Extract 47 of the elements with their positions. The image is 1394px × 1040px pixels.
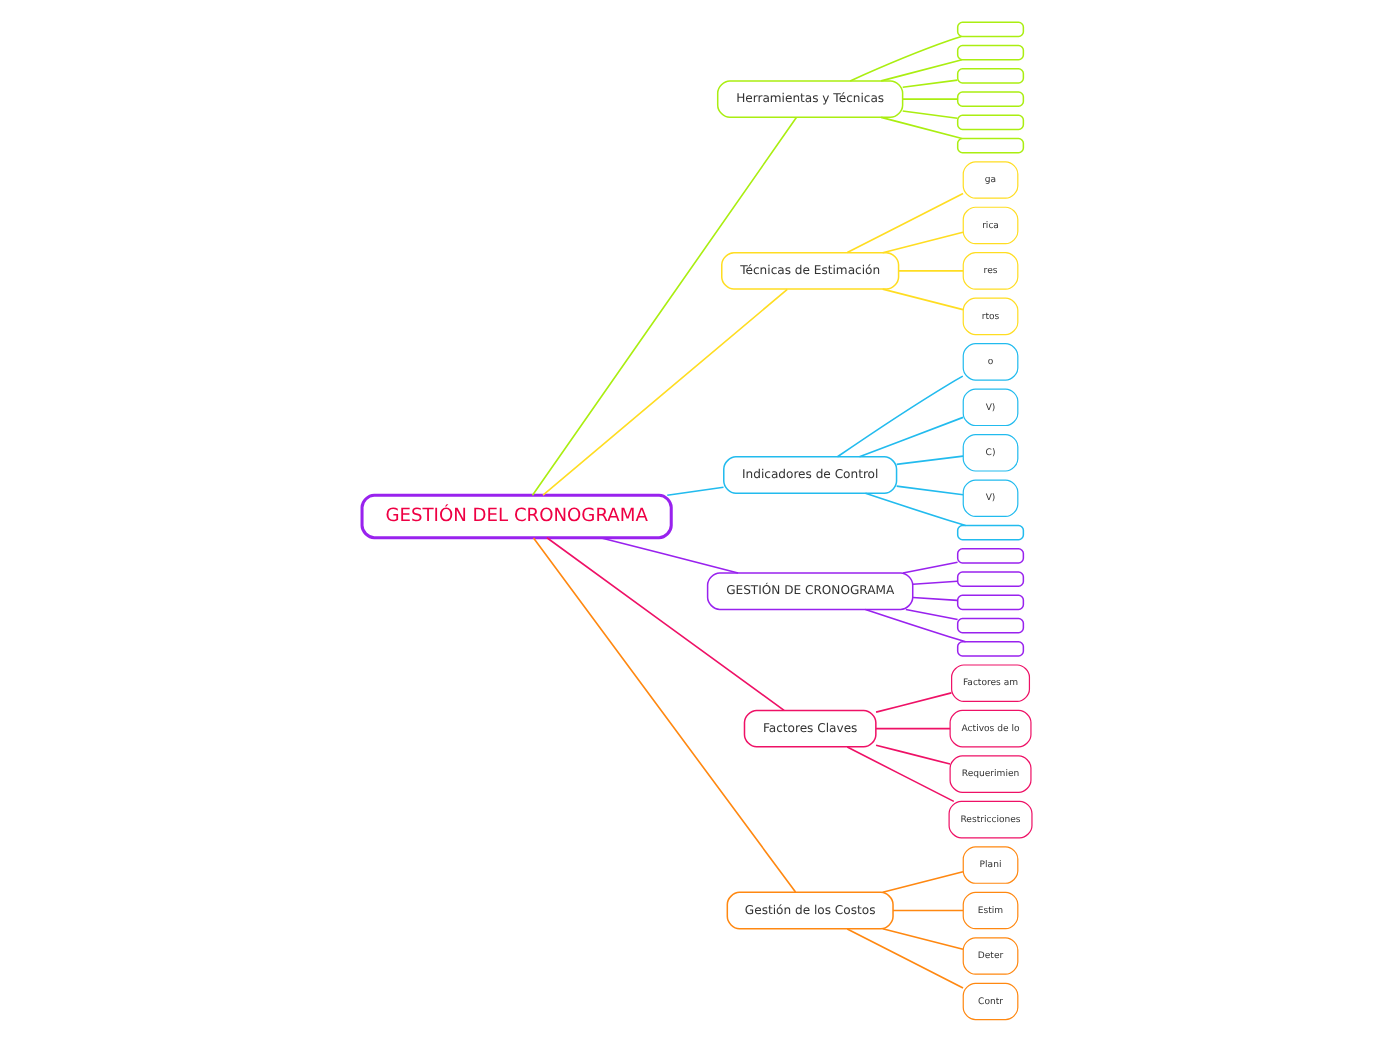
connector (901, 78, 959, 88)
node-box (956, 570, 1025, 586)
connector (901, 109, 959, 118)
node-box (956, 20, 1025, 37)
connector (846, 745, 955, 802)
connector (846, 927, 964, 988)
node-box (956, 593, 1025, 610)
node-box (956, 43, 1025, 60)
connector (875, 691, 953, 712)
connector (880, 58, 963, 81)
connector (881, 230, 964, 253)
connector (546, 535, 785, 711)
connector (836, 374, 964, 457)
connector (902, 560, 959, 573)
connector (875, 726, 951, 729)
connector (912, 579, 959, 585)
node-box (956, 67, 1025, 83)
connector (875, 743, 951, 764)
node-box (956, 136, 1025, 153)
connector (531, 115, 798, 495)
connector (892, 908, 964, 911)
node-box (956, 90, 1025, 106)
connector (897, 269, 964, 271)
connector (881, 870, 964, 893)
connector (599, 535, 739, 573)
connector (864, 491, 967, 526)
connector (858, 415, 964, 457)
connector (532, 536, 797, 892)
connector (905, 607, 959, 620)
node-box (956, 523, 1025, 540)
connector (666, 485, 725, 495)
connector (895, 484, 964, 495)
connector (901, 97, 959, 99)
connector (881, 926, 964, 950)
node-box (956, 547, 1025, 563)
node-box (956, 616, 1025, 633)
connector (864, 607, 967, 642)
connector (912, 595, 959, 601)
node-box (956, 113, 1025, 130)
node-box: GESTIÓN DEL CRONOGRAMA (360, 492, 673, 539)
connector (849, 34, 963, 81)
connector (542, 287, 789, 495)
connector (846, 191, 964, 253)
connector (895, 454, 964, 465)
connector (881, 287, 964, 310)
connector (880, 115, 963, 139)
node-box (956, 640, 1025, 656)
